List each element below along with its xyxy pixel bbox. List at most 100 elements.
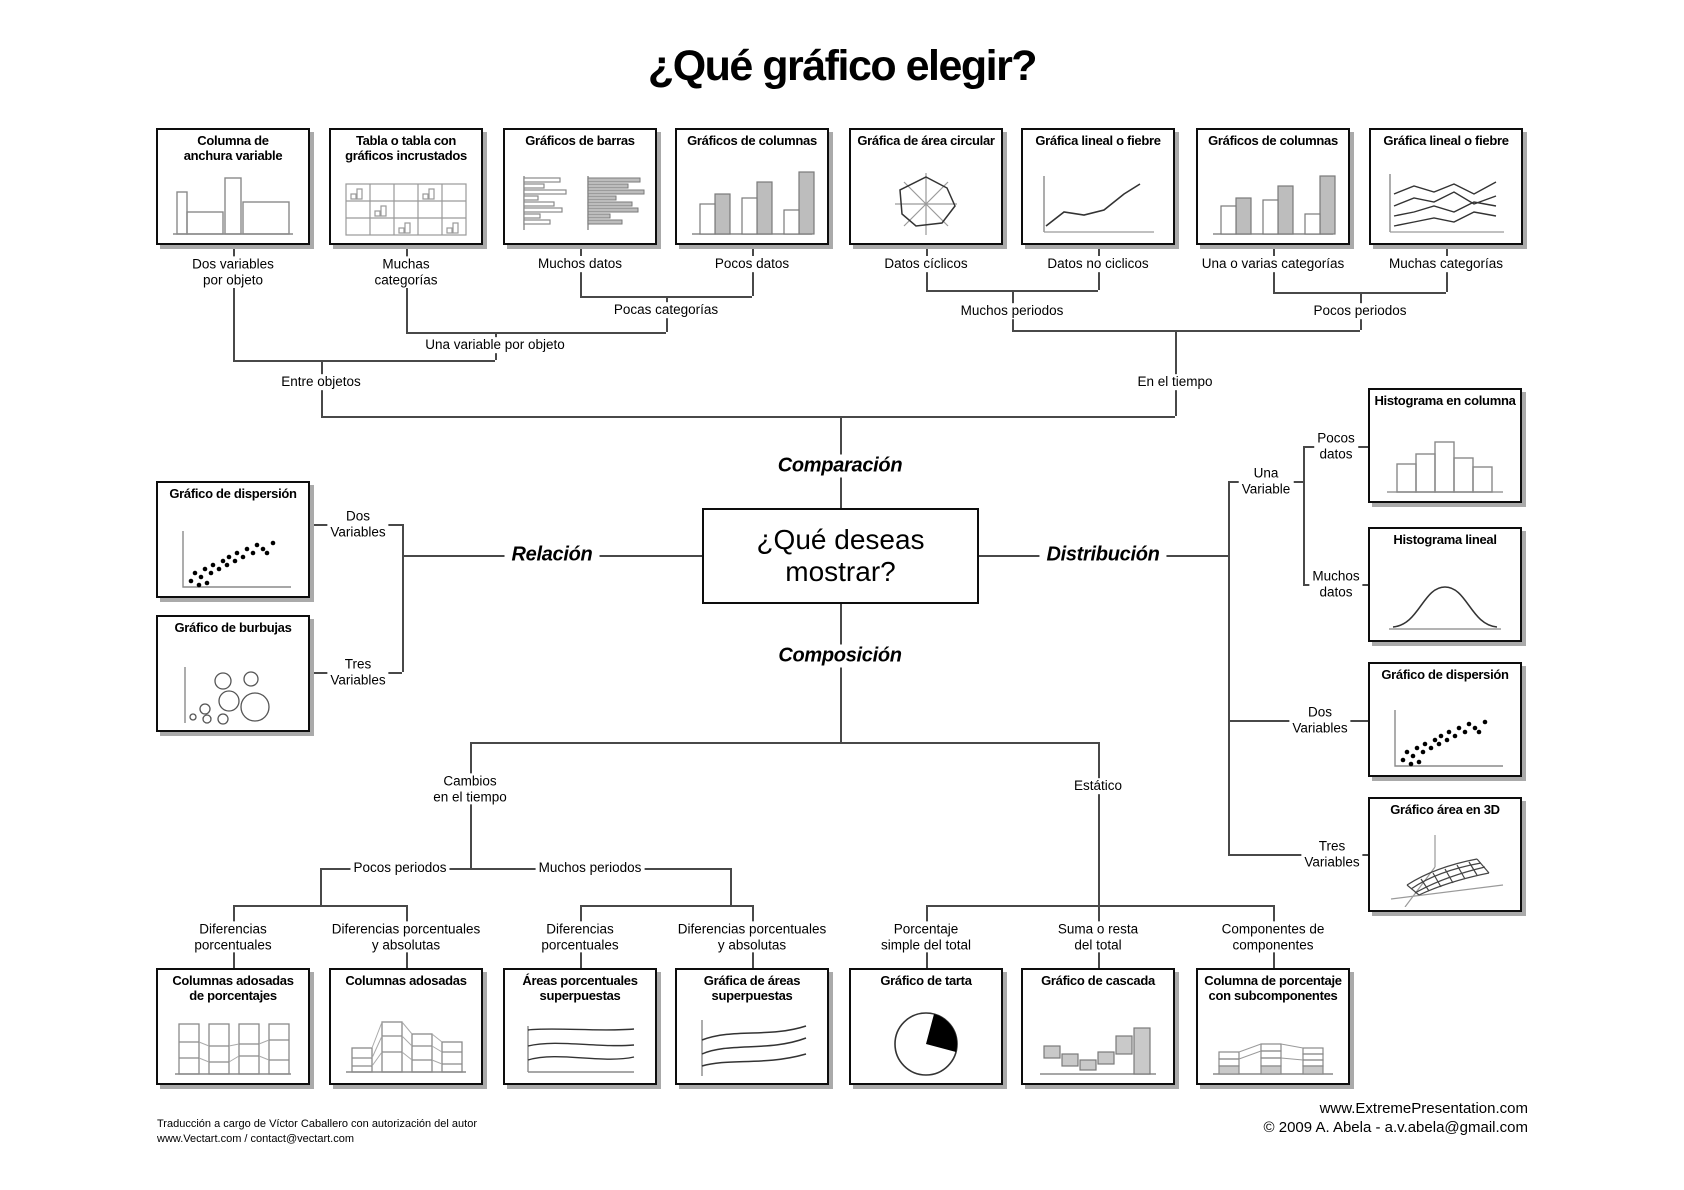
edge-label-datos-no-ciclicos: Datos no ciclicos — [1044, 256, 1152, 272]
connector-line — [926, 245, 928, 256]
line-histogram-icon — [1389, 586, 1501, 630]
connector-line — [1228, 854, 1368, 856]
chart-box-title: Columna de porcentaje con subcomponentes — [1204, 973, 1342, 1003]
connector-line — [406, 332, 666, 334]
merge-label-pocos-periodos: Pocos periodos — [1310, 303, 1410, 319]
footer-copyright: © 2009 A. Abela - a.v.abela@gmail.com — [1263, 1118, 1528, 1136]
connector-line — [1175, 330, 1177, 416]
connector-line — [1273, 272, 1275, 292]
chart-box-title: Áreas porcentuales superpuestas — [522, 973, 638, 1003]
edge-label-pocos-datos: Pocos datos — [711, 256, 793, 272]
chart-box-histograma-lineal: Histograma lineal — [1368, 527, 1522, 642]
chart-box-graficos-de-columnas: Gráficos de columnas — [675, 128, 829, 245]
chart-box-title: Gráfico de cascada — [1041, 973, 1155, 988]
chart-box-title: Gráfica de área circular — [857, 133, 995, 148]
merge-label-pocas-categorias: Pocas categorías — [610, 302, 722, 318]
chart-box-grafico-cascada: Gráfico de cascada — [1021, 968, 1175, 1085]
connector-line — [470, 742, 1098, 744]
variable-width-column-chart-icon — [173, 177, 293, 235]
edge-label-pocos-periodos-comp: Pocos periodos — [350, 860, 450, 876]
edge-label-muchos-datos-dist: Muchos datos — [1309, 568, 1363, 600]
chart-box-title: Gráfica de áreas superpuestas — [703, 973, 801, 1003]
edge-label-datos-ciclicos: Datos cíclicos — [881, 256, 971, 272]
edge-label-cambios-en-el-tiempo: Cambios en el tiempo — [430, 773, 510, 805]
connector-line — [840, 603, 842, 742]
chart-box-columna-anchura-variable: Columna de anchura variable — [156, 128, 310, 245]
chart-box-columnas-adosadas: Columnas adosadas — [329, 968, 483, 1085]
connector-line — [320, 868, 322, 905]
edge-label-dif-porcentuales-1: Diferencias porcentuales — [191, 921, 275, 953]
connector-line — [926, 905, 1273, 907]
chart-box-title: Histograma lineal — [1393, 532, 1497, 547]
line-chart-icon — [1043, 176, 1154, 233]
radar-chart-icon — [895, 173, 957, 235]
connector-line — [926, 272, 928, 290]
footer-author-credit: www.ExtremePresentation.com © 2009 A. Ab… — [1264, 1100, 1528, 1138]
footer-line: Traducción a cargo de Víctor Caballero c… — [157, 1118, 477, 1130]
branch-label-composicion: Composición — [771, 644, 909, 668]
merge-label-en-el-tiempo: En el tiempo — [1134, 374, 1216, 390]
edge-label-una-o-varias-categorias: Una o varias categorías — [1198, 256, 1348, 272]
chart-box-title: Columna de anchura variable — [183, 133, 283, 163]
waterfall-chart-icon — [1040, 1027, 1156, 1075]
chart-box-areas-porcentuales: Áreas porcentuales superpuestas — [503, 968, 657, 1085]
bar-chart-icon — [523, 176, 645, 230]
branch-label-comparacion: Comparación — [770, 454, 910, 478]
chart-box-title: Histograma en columna — [1374, 393, 1516, 408]
connector-line — [1098, 245, 1100, 256]
chart-box-grafica-lineal-2: Gráfica lineal o fiebre — [1369, 128, 1523, 245]
connector-line — [1012, 330, 1360, 332]
chart-box-title: Gráficos de barras — [525, 133, 635, 148]
stacked-100-column-chart-icon — [175, 1023, 291, 1075]
connector-line — [1228, 481, 1230, 854]
column-chart-icon — [1213, 175, 1336, 235]
connector-line — [752, 245, 754, 256]
chart-box-title: Gráfico de burbujas — [174, 620, 292, 635]
edge-label-porcentaje-simple: Porcentaje simple del total — [877, 921, 975, 953]
chart-box-title: Columnas adosadas de porcentajes — [172, 973, 294, 1003]
connector-line — [1303, 446, 1305, 584]
edge-label-componentes: Componentes de componentes — [1218, 921, 1328, 953]
edge-label-pocos-datos-dist: Pocos datos — [1314, 430, 1358, 462]
chart-box-title: Gráficos de columnas — [687, 133, 817, 148]
merge-label-una-variable-por-objeto: Una variable por objeto — [422, 337, 568, 353]
connector-line — [470, 742, 472, 868]
chart-box-grafica-area-circular: Gráfica de área circular — [849, 128, 1003, 245]
merge-label-muchos-periodos: Muchos periodos — [957, 303, 1067, 319]
footer-link: www.Vectart.com / contact@vectart.com — [157, 1132, 355, 1145]
edge-label-muchos-periodos-comp: Muchos periodos — [535, 860, 645, 876]
chart-box-columna-porcentaje-subcomponentes: Columna de porcentaje con subcomponentes — [1196, 968, 1350, 1085]
chart-box-graficos-de-barras: Gráficos de barras — [503, 128, 657, 245]
edge-label-tres-variables-dist: Tres Variables — [1301, 838, 1363, 870]
connector-line — [321, 416, 1175, 418]
chart-box-title: Columnas adosadas — [345, 973, 467, 988]
merge-label-entre-objetos: Entre objetos — [278, 374, 364, 390]
chart-box-title: Gráfico de dispersión — [169, 486, 297, 501]
edge-label-suma-o-resta: Suma o resta del total — [1054, 921, 1142, 953]
chart-box-grafico-burbujas: Gráfico de burbujas — [156, 615, 310, 732]
multi-line-chart-icon — [1389, 174, 1504, 233]
chart-box-title: Tabla o tabla con gráficos incrustados — [345, 133, 467, 163]
edge-label-muchas-categorias-2: Muchas categorías — [1385, 256, 1507, 272]
connector-line — [752, 272, 754, 296]
edge-label-dif-porc-absolutas-1: Diferencias porcentuales y absolutas — [328, 921, 484, 953]
edge-label-una-variable: Una Variable — [1238, 465, 1294, 497]
connector-line — [320, 868, 730, 870]
central-question-box: ¿Qué deseas mostrar? — [702, 508, 979, 604]
edge-label-dif-porcentuales-2: Diferencias porcentuales — [538, 921, 622, 953]
connector-line — [580, 272, 582, 296]
stacked-column-chart-icon — [346, 1021, 466, 1073]
connector-line — [1273, 245, 1275, 256]
connector-line — [402, 524, 404, 672]
stacked-column-with-subcomponents-icon — [1213, 1043, 1333, 1075]
chart-box-title: Gráfica lineal o fiebre — [1383, 133, 1509, 148]
connector-line — [406, 288, 408, 332]
connector-line — [406, 245, 408, 258]
chart-box-columnas-adosadas-porcentajes: Columnas adosadas de porcentajes — [156, 968, 310, 1085]
chart-box-title: Gráfica lineal o fiebre — [1035, 133, 1161, 148]
edge-label-muchas-categorias: Muchas categorías — [371, 256, 441, 288]
edge-label-dos-variables-por-objeto: Dos variables por objeto — [189, 256, 277, 288]
chart-box-title: Gráfico área en 3D — [1390, 802, 1500, 817]
scatter-plot-icon — [1394, 710, 1503, 767]
